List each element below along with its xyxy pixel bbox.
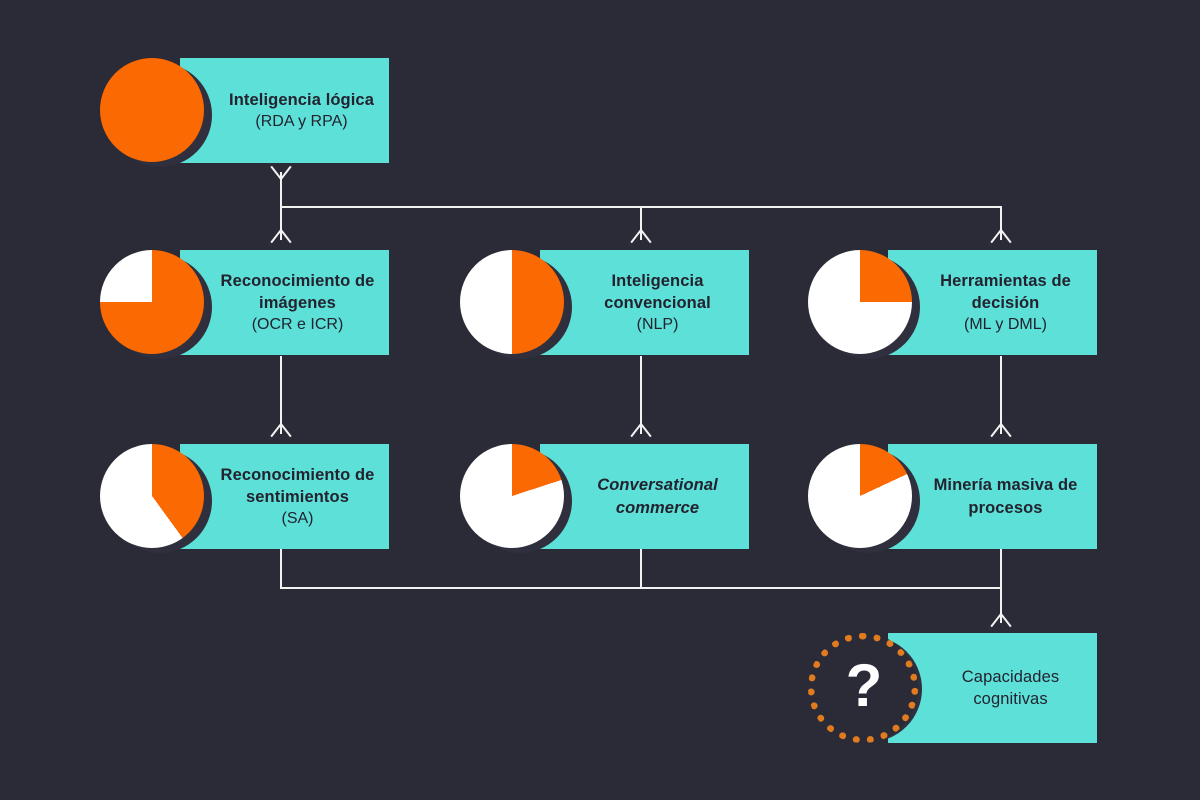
node-title: Herramientas de decisión <box>940 271 1071 312</box>
node-text-reconocimiento-de-imagenes: Reconocimiento de imágenes (OCR e ICR) <box>180 270 389 336</box>
node-box-conversational-commerce[interactable]: Conversational commerce <box>540 444 749 549</box>
node-title: Inteligencia lógica <box>229 90 374 109</box>
node-title: Capacidades cognitivas <box>961 667 1060 708</box>
node-box-reconocimiento-de-sentimientos[interactable]: Reconocimiento de sentimientos (SA) <box>180 444 389 549</box>
connector-bus-to-convencional-arrowhead <box>630 229 652 244</box>
connector-bus-to-herramientas-arrowhead <box>990 229 1012 244</box>
node-text-conversational-commerce: Conversational commerce <box>540 474 749 518</box>
connector-bus-to-herramientas-line <box>1000 206 1002 240</box>
node-box-inteligencia-logica[interactable]: Inteligencia lógica (RDA y RPA) <box>180 58 389 163</box>
node-box-capacidades-cognitivas[interactable]: Capacidades cognitivas <box>888 633 1097 743</box>
connector-herramientas-to-mineria-line <box>1000 356 1002 434</box>
connector-bus-to-capacidades-line <box>1000 587 1002 623</box>
node-text-reconocimiento-de-sentimientos: Reconocimiento de sentimientos (SA) <box>180 464 389 530</box>
node-text-mineria-masiva-de-procesos: Minería masiva de procesos <box>888 474 1097 518</box>
node-title: Inteligencia convencional <box>604 271 711 312</box>
connector-bottom-bus <box>280 587 1001 589</box>
connector-convencional-to-conversational-arrowhead <box>630 423 652 438</box>
node-subtitle: (OCR e ICR) <box>251 315 344 333</box>
node-text-capacidades-cognitivas: Capacidades cognitivas <box>888 666 1097 710</box>
node-text-herramientas-de-decision: Herramientas de decisión (ML y DML) <box>888 270 1097 336</box>
connector-bus-to-capacidades-arrowhead <box>990 613 1012 628</box>
node-title: Conversational commerce <box>597 476 718 517</box>
connector-conversational-riser <box>640 549 642 588</box>
connector-mineria-riser <box>1000 549 1002 588</box>
connector-bus-to-convencional-line <box>640 206 642 240</box>
node-subtitle: (NLP) <box>636 315 679 333</box>
connector-herramientas-to-mineria-arrowhead <box>990 423 1012 438</box>
node-subtitle: (RDA y RPA) <box>255 112 348 130</box>
node-title: Reconocimiento de sentimientos <box>220 465 375 506</box>
node-subtitle: (ML y DML) <box>964 315 1047 333</box>
node-title: Reconocimiento de imágenes <box>220 271 375 312</box>
node-text-inteligencia-logica: Inteligencia lógica (RDA y RPA) <box>180 89 389 133</box>
node-box-inteligencia-convencional[interactable]: Inteligencia convencional (NLP) <box>540 250 749 355</box>
connector-logica-imagenes-arrowhead-up <box>270 165 292 180</box>
node-title: Minería masiva de procesos <box>933 476 1078 517</box>
connector-imagenes-to-sentimientos-line <box>280 356 282 434</box>
connector-imagenes-to-sentimientos-arrowhead <box>270 423 292 438</box>
node-text-inteligencia-convencional: Inteligencia convencional (NLP) <box>540 270 749 336</box>
connector-logica-imagenes-arrowhead-down <box>270 229 292 244</box>
node-box-herramientas-de-decision[interactable]: Herramientas de decisión (ML y DML) <box>888 250 1097 355</box>
connector-convencional-to-conversational-line <box>640 356 642 434</box>
node-box-mineria-masiva-de-procesos[interactable]: Minería masiva de procesos <box>888 444 1097 549</box>
node-box-reconocimiento-de-imagenes[interactable]: Reconocimiento de imágenes (OCR e ICR) <box>180 250 389 355</box>
connector-sentimientos-riser <box>280 549 282 588</box>
node-subtitle: (SA) <box>281 509 314 527</box>
